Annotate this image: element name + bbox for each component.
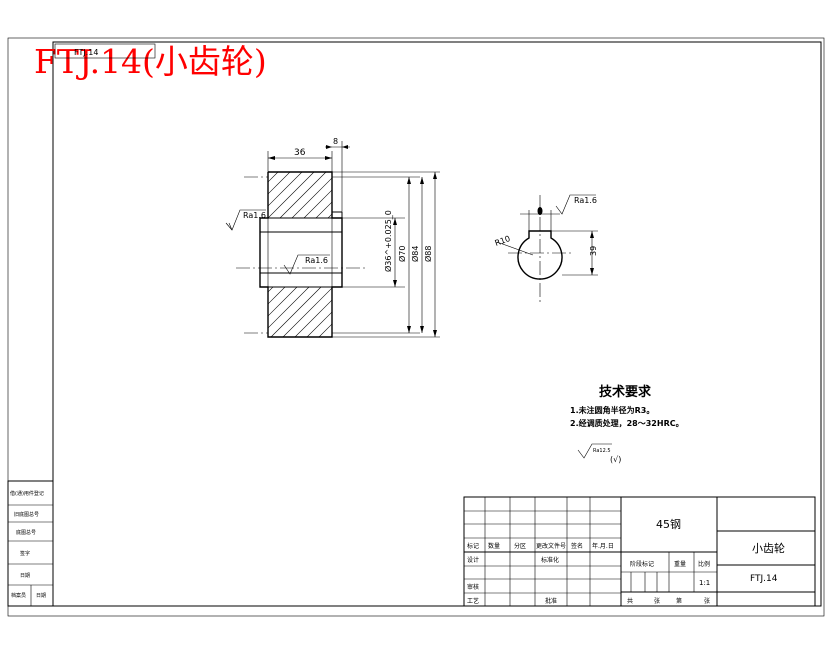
strip-signature: 签字 — [20, 550, 30, 557]
roughness-symbol — [555, 194, 596, 215]
drawing-number: FTJ.14 — [750, 574, 778, 584]
dim-fillet-radius: R10 — [494, 234, 512, 248]
dim-pitch-diameter: Ø84 — [410, 246, 420, 262]
roughness-symbol — [283, 254, 330, 275]
sheets-total-suffix: 张 — [654, 597, 660, 605]
strip-archivist-date: 日期 — [36, 593, 46, 599]
roughness-face: Ra1.6 — [243, 211, 266, 220]
hatch-top — [268, 172, 332, 218]
part-name: 小齿轮 — [752, 541, 785, 555]
label-stage-mark: 阶段标记 — [630, 560, 654, 568]
roughness-symbol — [577, 443, 612, 459]
roughness-general-suffix: (√) — [610, 455, 621, 464]
header-date: 年.月.日 — [592, 542, 614, 550]
strip-drawing-no: 底图总号 — [16, 529, 36, 536]
header-count: 数量 — [488, 542, 500, 550]
dim-keyway-width: 8 — [333, 137, 338, 146]
roughness-symbol — [225, 209, 266, 231]
strip-reuse-register: 借(通)用件登记 — [10, 490, 44, 497]
roughness-keyway: Ra1.6 — [574, 196, 597, 205]
sheet-number-prefix: 第 — [676, 597, 682, 605]
strip-old-drawing-no: 旧底图总号 — [14, 511, 39, 518]
title-block: 45钢 小齿轮 FTJ.14 标记 数量 分区 更改文件号 签名 年.月.日 设… — [463, 496, 816, 607]
header-sign: 签名 — [571, 542, 583, 550]
gear-section-view: Ø36^+0.025_0 Ø70 Ø84 Ø88 36 8 Ra1.6 Ra1.… — [225, 137, 440, 338]
header-change-doc: 更改文件号 — [536, 542, 566, 550]
roughness-general: Ra12.5 — [593, 448, 611, 454]
corner-stamp-text: FTJ.14 — [74, 48, 98, 57]
tech-heading: 技术要求 — [599, 384, 652, 400]
label-design: 设计 — [467, 556, 479, 564]
header-mark: 标记 — [467, 542, 479, 550]
dim-bore: Ø36^+0.025_0 — [383, 210, 393, 272]
label-scale: 比例 — [698, 560, 710, 568]
left-records-strip: 借(通)用件登记 旧底图总号 底图总号 签字 日期 档案员 日期 — [7, 480, 54, 607]
dim-tip-diameter: Ø88 — [423, 246, 433, 262]
scale-value: 1:1 — [699, 579, 710, 587]
tech-item-2: 2.经调质处理，28～32HRC。 — [570, 418, 684, 428]
label-standardize: 标准化 — [541, 556, 559, 564]
tech-item-1: 1.未注圆角半径为R3。 — [570, 405, 654, 415]
label-process: 工艺 — [467, 597, 479, 605]
dim-root-diameter: Ø70 — [397, 246, 407, 262]
tech-requirements: 技术要求 1.未注圆角半径为R3。 2.经调质处理，28～32HRC。 Ra12… — [570, 384, 684, 464]
label-approve: 批准 — [545, 597, 557, 605]
corner-stamp: FTJ.14 — [54, 43, 156, 59]
strip-date: 日期 — [20, 573, 30, 579]
header-zone: 分区 — [514, 542, 526, 550]
outer-frame — [7, 37, 825, 617]
roughness-bore: Ra1.6 — [305, 256, 328, 265]
material: 45钢 — [656, 518, 681, 531]
title-overlay: FTJ.14(小齿轮) — [34, 42, 267, 81]
label-weight: 重量 — [674, 560, 686, 568]
sheet-number-suffix: 张 — [704, 597, 710, 605]
sheets-total-prefix: 共 — [627, 597, 633, 605]
inner-frame — [52, 41, 822, 607]
dim-hub-length: 36 — [294, 148, 306, 158]
hatch-bottom — [268, 287, 332, 337]
strip-archivist: 档案员 — [11, 592, 26, 599]
dim-keyway-depth: 39 — [589, 246, 598, 256]
keyway-side-view: 39 R10 Ra1.6 — [494, 194, 598, 305]
label-check: 审核 — [467, 583, 479, 591]
